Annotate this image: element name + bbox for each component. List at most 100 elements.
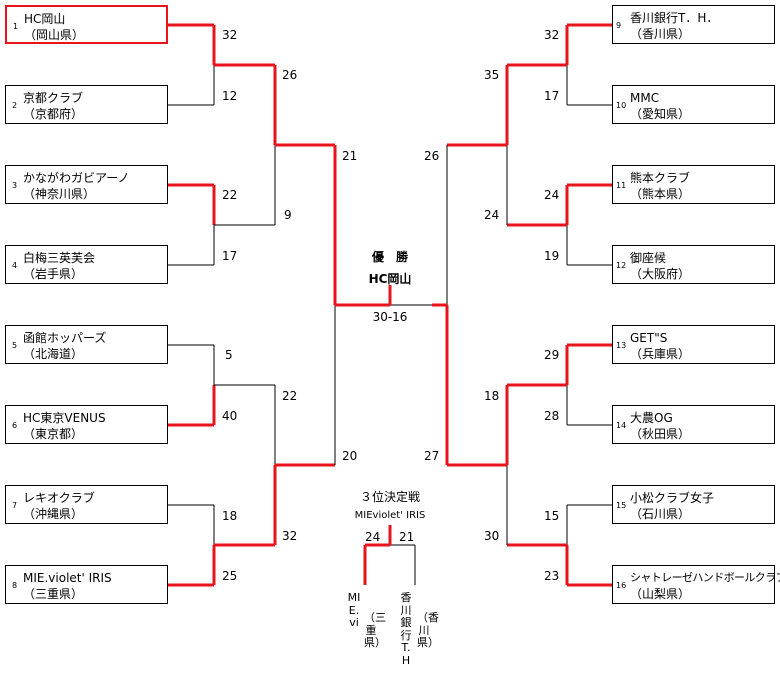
team-prefecture: （東京都） — [23, 427, 84, 441]
seed-number: 3 — [12, 181, 18, 190]
team-box-10: 10 MMC （愛知県） — [612, 85, 775, 124]
team-prefecture: （香川県） — [630, 27, 691, 41]
seed-number: 1 — [13, 22, 19, 31]
team-name: HC岡山 — [24, 12, 66, 26]
score-left-r1-7: 18 — [222, 509, 238, 523]
score-right-r1-3: 24 — [544, 188, 560, 202]
team-box-2: 2 京都クラブ （京都府） — [5, 85, 168, 124]
score-left-r2-4: 32 — [282, 529, 298, 543]
score-right-r1-1: 32 — [544, 28, 560, 42]
seed-number: 4 — [12, 261, 18, 270]
score-right-r1-6: 28 — [544, 409, 560, 423]
third-place-team-right-pref: （香川県） — [417, 611, 439, 649]
score-right-r2-1: 35 — [484, 68, 500, 82]
team-name: 熊本クラブ — [630, 171, 691, 185]
seed-number: 6 — [12, 421, 18, 430]
team-prefecture: （京都府） — [23, 107, 84, 121]
seed-number: 5 — [12, 341, 18, 350]
champion-name: HC岡山 — [368, 272, 412, 286]
team-box-5: 5 函館ホッパーズ（北海道） — [5, 325, 168, 364]
team-prefecture: （沖縄県） — [23, 507, 84, 521]
seed-number: 11 — [616, 181, 627, 190]
team-box-7: 7 レキオクラブ（沖縄県） — [5, 485, 168, 524]
third-place-title: ３位決定戦 — [359, 490, 420, 504]
team-box-13: 13 GET"S （兵庫県） — [612, 325, 775, 364]
score-left-r1-8: 25 — [222, 569, 238, 583]
seed-number: 2 — [12, 101, 18, 110]
team-prefecture: （北海道） — [23, 347, 84, 361]
score-right-r3-1: 26 — [424, 149, 440, 163]
seed-number: 16 — [616, 581, 627, 590]
champion-title: 優 勝 — [371, 250, 408, 264]
team-name: かながわガビアーノ — [23, 171, 130, 185]
score-left-r1-1: 32 — [222, 28, 238, 42]
score-left-r2-2: 9 — [284, 208, 292, 222]
final-score: 30-16 — [372, 310, 408, 324]
team-name: MMC — [630, 91, 660, 105]
team-name: 大農OG — [630, 411, 673, 425]
seed-number: 13 — [616, 341, 627, 350]
score-left-r1-6: 40 — [222, 409, 238, 423]
team-box-6: 6 HC東京VENUS （東京都） — [5, 405, 168, 444]
team-box-4: 4 白梅三英芙会 （岩手県） — [5, 245, 168, 284]
third-place-winner: MIEviolet' IRIS — [354, 510, 426, 521]
score-left-r1-5: 5 — [225, 348, 233, 362]
team-name: GET"S — [630, 331, 668, 345]
team-prefecture: （愛知県） — [630, 107, 691, 121]
team-box-16: 16 シャトレーゼハンドボールクラブ （山梨県） — [612, 565, 780, 604]
team-name: シャトレーゼハンドボールクラブ — [630, 571, 780, 584]
team-box-1: 1 HC岡山 （岡山県） — [5, 5, 168, 44]
third-place-score-left: 24 — [365, 530, 381, 544]
team-name: 京都クラブ — [23, 91, 84, 105]
team-prefecture: （岡山県） — [24, 28, 85, 42]
seed-number: 7 — [12, 501, 18, 510]
team-prefecture: （石川県） — [630, 507, 691, 521]
team-prefecture: （兵庫県） — [630, 347, 691, 361]
team-box-3: 3 かながわガビアーノ （神奈川県） — [5, 165, 168, 204]
score-left-r3-2: 20 — [342, 449, 358, 463]
score-right-r3-2: 27 — [424, 449, 440, 463]
team-name: 御座候 — [630, 251, 667, 265]
team-box-8: 8 MIE.violet' IRIS （三重県） — [5, 565, 168, 604]
team-name: 小松クラブ女子 — [630, 491, 715, 505]
seed-number: 9 — [616, 21, 622, 30]
team-prefecture: （秋田県） — [630, 427, 691, 441]
team-box-9: 9 香川銀行T．H． （香川県） — [612, 5, 775, 44]
score-right-r1-7: 15 — [544, 509, 560, 523]
score-right-r1-8: 23 — [544, 569, 560, 583]
team-name: MIE.violet' IRIS — [23, 571, 112, 585]
score-left-r1-3: 22 — [222, 188, 238, 202]
team-name: HC東京VENUS — [23, 411, 106, 425]
team-name: 香川銀行T．H． — [630, 11, 719, 25]
score-left-r2-1: 26 — [282, 68, 298, 82]
seed-number: 15 — [616, 501, 627, 510]
team-prefecture: （神奈川県） — [23, 187, 96, 201]
third-place-team-left-name: MIE.vi — [347, 591, 361, 629]
seed-number: 12 — [616, 261, 627, 270]
team-box-14: 14 大農OG （秋田県） — [612, 405, 775, 444]
team-box-15: 15 小松クラブ女子 （石川県） — [612, 485, 775, 524]
team-name: 白梅三英芙会 — [23, 251, 96, 265]
third-place-score-right: 21 — [399, 530, 415, 544]
seed-number: 10 — [616, 101, 627, 110]
team-prefecture: （山梨県） — [630, 587, 691, 601]
team-box-12: 12 御座候 （大阪府） — [612, 245, 775, 284]
score-right-r1-4: 19 — [544, 249, 560, 263]
score-right-r2-4: 30 — [484, 529, 500, 543]
seed-number: 8 — [12, 581, 18, 590]
team-prefecture: （岩手県） — [23, 267, 84, 281]
score-right-r1-5: 29 — [544, 348, 560, 362]
team-box-11: 11 熊本クラブ （熊本県） — [612, 165, 775, 204]
score-left-r1-2: 12 — [222, 89, 238, 103]
team-prefecture: （三重県） — [23, 587, 84, 601]
score-left-r3-1: 21 — [342, 149, 358, 163]
seed-number: 14 — [616, 421, 627, 430]
score-right-r2-3: 18 — [484, 389, 500, 403]
third-place-team-left-pref: （三重県） — [364, 611, 386, 649]
score-left-r1-4: 17 — [222, 249, 238, 263]
team-prefecture: （熊本県） — [630, 187, 691, 201]
team-prefecture: （大阪府） — [630, 267, 691, 281]
third-place-team-right-name: 香川銀行T.H — [400, 591, 412, 667]
